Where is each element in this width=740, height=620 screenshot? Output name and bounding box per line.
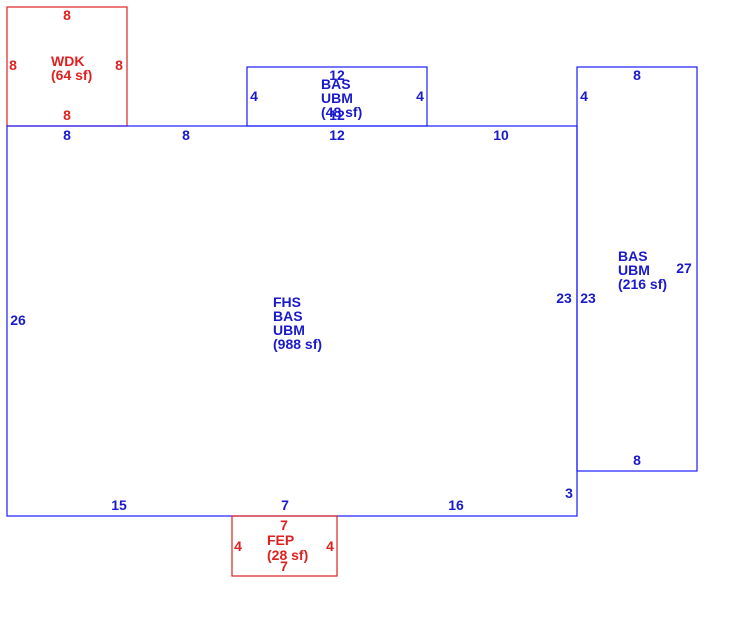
wdk-dim-top: 8 (63, 7, 71, 23)
main-dim-top-d: 10 (493, 127, 509, 143)
fep-code: FEP (267, 532, 294, 548)
bas-right-area: (216 sf) (618, 276, 667, 292)
main-dim-top-a: 8 (63, 127, 71, 143)
fep-dim-right: 4 (326, 538, 334, 554)
main-dim-right-upper: 23 (556, 290, 572, 306)
bas-top-dim-bottom: 12 (329, 107, 345, 123)
wdk-dim-left: 8 (9, 57, 17, 73)
main-area: (988 sf) (273, 336, 322, 352)
main-code-3: UBM (273, 322, 305, 338)
bas-right-outline (576, 66, 698, 472)
bas-right-code-2: UBM (618, 262, 650, 278)
fep-dim-bottom: 7 (280, 558, 288, 574)
main-dim-bottom-c: 16 (448, 497, 464, 513)
bas-top-dim-right: 4 (416, 88, 424, 104)
bas-top-dim-top: 12 (329, 67, 345, 83)
wdk-dim-right: 8 (115, 57, 123, 73)
wdk-area: (64 sf) (51, 67, 92, 83)
wdk-dim-bottom: 8 (63, 107, 71, 123)
bas-top-code-2: UBM (321, 90, 353, 106)
fep-dim-top: 7 (280, 517, 288, 533)
main-dim-right-lower: 3 (565, 485, 573, 501)
bas-top-area: (48 sf) (321, 104, 362, 120)
bas-right-dim-left-top: 4 (580, 88, 588, 104)
bas-top-code-1: BAS (321, 76, 351, 92)
main-dim-top-c: 12 (329, 127, 345, 143)
main-dim-bottom-b: 7 (281, 497, 289, 513)
main-code-2: BAS (273, 308, 303, 324)
fep-dim-left: 4 (234, 538, 242, 554)
bas-right-dim-left: 23 (580, 290, 596, 306)
bas-top-dim-left: 4 (250, 88, 258, 104)
fep-outline (231, 515, 338, 577)
fep-area: (28 sf) (267, 547, 308, 563)
main-dim-bottom-a: 15 (111, 497, 127, 513)
main-dim-left: 26 (10, 312, 26, 328)
main-dim-top-b: 8 (182, 127, 190, 143)
main-code-1: FHS (273, 294, 301, 310)
bas-right-code-1: BAS (618, 248, 648, 264)
bas-right-dim-right: 27 (676, 260, 692, 276)
bas-right-dim-bottom: 8 (633, 452, 641, 468)
bas-right-dim-top: 8 (633, 67, 641, 83)
wdk-code: WDK (51, 53, 84, 69)
